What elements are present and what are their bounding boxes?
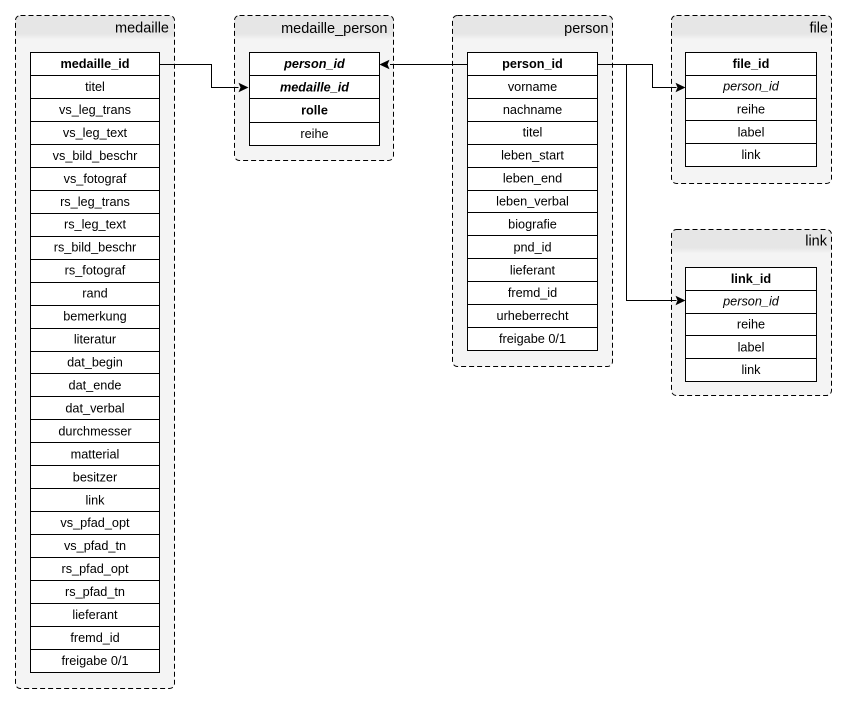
svg-text:besitzer: besitzer <box>73 470 118 484</box>
svg-text:link: link <box>741 363 761 377</box>
svg-text:medaille_id: medaille_id <box>60 57 129 71</box>
svg-text:lieferant: lieferant <box>72 608 118 622</box>
svg-text:lieferant: lieferant <box>510 263 556 277</box>
svg-text:leben_end: leben_end <box>503 172 562 186</box>
svg-text:pnd_id: pnd_id <box>513 240 551 254</box>
svg-text:leben_start: leben_start <box>501 149 564 163</box>
svg-text:dat_verbal: dat_verbal <box>65 401 124 415</box>
svg-text:vs_leg_trans: vs_leg_trans <box>59 103 131 117</box>
svg-text:vs_pfad_tn: vs_pfad_tn <box>64 539 126 553</box>
svg-text:vorname: vorname <box>508 80 557 94</box>
svg-text:titel: titel <box>523 126 543 140</box>
svg-text:person_id: person_id <box>283 57 345 71</box>
svg-text:freigabe 0/1: freigabe 0/1 <box>499 332 566 346</box>
svg-text:link_id: link_id <box>731 272 771 286</box>
svg-text:link: link <box>85 493 105 507</box>
svg-text:fremd_id: fremd_id <box>70 631 119 645</box>
svg-text:link: link <box>805 234 828 250</box>
svg-text:file_id: file_id <box>733 57 770 71</box>
svg-text:rs_bild_beschr: rs_bild_beschr <box>54 241 137 255</box>
svg-text:fremd_id: fremd_id <box>508 286 557 300</box>
svg-text:rs_pfad_tn: rs_pfad_tn <box>65 585 125 599</box>
svg-text:biografie: biografie <box>508 217 557 231</box>
svg-text:urheberrecht: urheberrecht <box>497 309 569 323</box>
svg-text:dat_begin: dat_begin <box>67 356 123 370</box>
svg-text:reihe: reihe <box>300 127 328 141</box>
svg-text:durchmesser: durchmesser <box>58 424 132 438</box>
svg-text:nachname: nachname <box>503 103 562 117</box>
svg-text:medaille_id: medaille_id <box>280 80 349 94</box>
svg-text:freigabe 0/1: freigabe 0/1 <box>61 654 128 668</box>
svg-text:bemerkung: bemerkung <box>63 310 126 324</box>
svg-text:literatur: literatur <box>74 333 117 347</box>
svg-text:rolle: rolle <box>301 104 328 118</box>
svg-text:person_id: person_id <box>502 57 563 71</box>
svg-text:rs_leg_trans: rs_leg_trans <box>60 195 130 209</box>
svg-text:leben_verbal: leben_verbal <box>496 195 569 209</box>
svg-text:label: label <box>738 340 765 354</box>
svg-text:reihe: reihe <box>737 318 765 332</box>
svg-text:person_id: person_id <box>722 295 780 309</box>
svg-text:rand: rand <box>82 287 107 301</box>
svg-text:rs_leg_text: rs_leg_text <box>64 218 127 232</box>
svg-text:medaille: medaille <box>115 20 169 36</box>
svg-text:vs_pfad_opt: vs_pfad_opt <box>60 516 130 530</box>
svg-text:link: link <box>741 148 761 162</box>
svg-text:matterial: matterial <box>71 447 120 461</box>
svg-text:rs_fotograf: rs_fotograf <box>65 264 126 278</box>
svg-text:label: label <box>738 125 765 139</box>
svg-text:medaille_person: medaille_person <box>281 21 387 37</box>
svg-text:person: person <box>564 21 608 37</box>
svg-text:vs_leg_text: vs_leg_text <box>63 126 128 140</box>
svg-text:rs_pfad_opt: rs_pfad_opt <box>61 562 128 576</box>
svg-text:vs_bild_beschr: vs_bild_beschr <box>53 149 138 163</box>
svg-text:titel: titel <box>85 80 105 94</box>
svg-text:file: file <box>809 20 828 36</box>
svg-text:person_id: person_id <box>722 80 780 94</box>
svg-text:dat_ende: dat_ende <box>69 378 122 392</box>
svg-text:reihe: reihe <box>737 103 765 117</box>
svg-text:vs_fotograf: vs_fotograf <box>64 172 127 186</box>
